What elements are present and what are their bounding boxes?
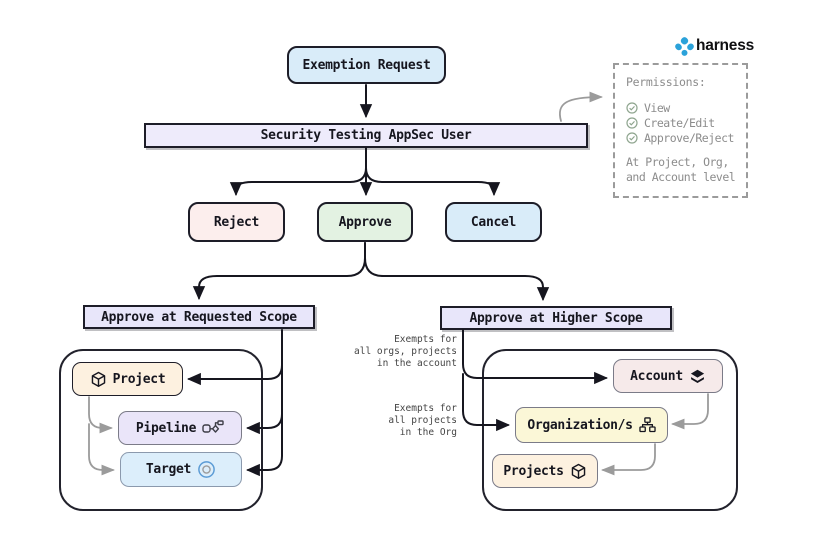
annotation-org-note: Exempts for all projects in the Org xyxy=(388,403,457,438)
edge-appsec-to-reject xyxy=(229,149,367,197)
permissions-title: Permissions: xyxy=(626,75,706,89)
node-projects-label: Projects xyxy=(503,463,564,479)
node-organizations-label: Organization/s xyxy=(527,417,633,433)
node-account-label: Account xyxy=(630,368,683,384)
check-circle-icon xyxy=(626,131,638,144)
target-icon xyxy=(197,460,216,479)
node-appsec-user: Security Testing AppSec User xyxy=(144,123,588,148)
node-projects: Projects xyxy=(492,454,598,488)
org-chart-icon xyxy=(638,417,656,433)
annotation-account-note: Exempts for all orgs, projects in the ac… xyxy=(354,334,457,369)
layers-icon xyxy=(689,368,706,385)
edge-approve-to-requested-scope xyxy=(192,242,366,301)
cube-icon xyxy=(570,463,587,480)
permission-item-view: View xyxy=(626,100,736,115)
check-circle-icon xyxy=(626,116,638,129)
check-circle-icon xyxy=(626,101,638,114)
harness-wordmark: harness xyxy=(696,37,755,54)
node-reject: Reject xyxy=(188,202,285,242)
permission-item-create-edit: Create/Edit xyxy=(626,115,736,130)
node-target-label: Target xyxy=(145,462,192,477)
node-approve-requested-scope: Approve at Requested Scope xyxy=(83,305,315,329)
permission-item-label: View xyxy=(644,100,670,115)
node-project: Project xyxy=(72,362,183,396)
permission-item-approve-reject: Approve/Reject xyxy=(626,130,736,145)
node-account: Account xyxy=(613,359,723,393)
node-organizations: Organization/s xyxy=(515,407,668,443)
permissions-panel: Permissions: View Create/Edit xyxy=(613,63,748,198)
node-target: Target xyxy=(120,452,242,487)
node-exemption-request-label: Exemption Request xyxy=(302,57,431,73)
node-approve-requested-scope-label: Approve at Requested Scope xyxy=(101,309,297,325)
permissions-footer: At Project, Org, and Account level xyxy=(626,155,736,184)
node-approve: Approve xyxy=(317,202,413,242)
node-pipeline: Pipeline xyxy=(118,411,242,445)
node-reject-label: Reject xyxy=(213,214,260,230)
node-project-label: Project xyxy=(112,371,166,387)
cube-icon xyxy=(90,371,107,388)
edge-appsec-to-cancel xyxy=(365,149,501,197)
pipeline-icon xyxy=(202,420,224,436)
higher-scope-group xyxy=(482,349,738,511)
node-appsec-user-label: Security Testing AppSec User xyxy=(260,128,472,143)
permission-item-label: Approve/Reject xyxy=(644,130,734,145)
node-approve-higher-scope-label: Approve at Higher Scope xyxy=(469,310,643,326)
node-exemption-request: Exemption Request xyxy=(287,46,446,84)
edge-approve-to-higher-scope xyxy=(364,242,550,302)
node-approve-label: Approve xyxy=(338,214,392,230)
node-cancel: Cancel xyxy=(445,202,542,242)
permission-item-label: Create/Edit xyxy=(644,115,715,130)
harness-logo-icon xyxy=(673,35,696,57)
node-cancel-label: Cancel xyxy=(470,214,517,230)
harness-logo: harness xyxy=(673,35,755,57)
node-pipeline-label: Pipeline xyxy=(135,420,197,436)
node-approve-higher-scope: Approve at Higher Scope xyxy=(440,306,672,330)
edge-appsec-to-permissions xyxy=(559,91,604,122)
